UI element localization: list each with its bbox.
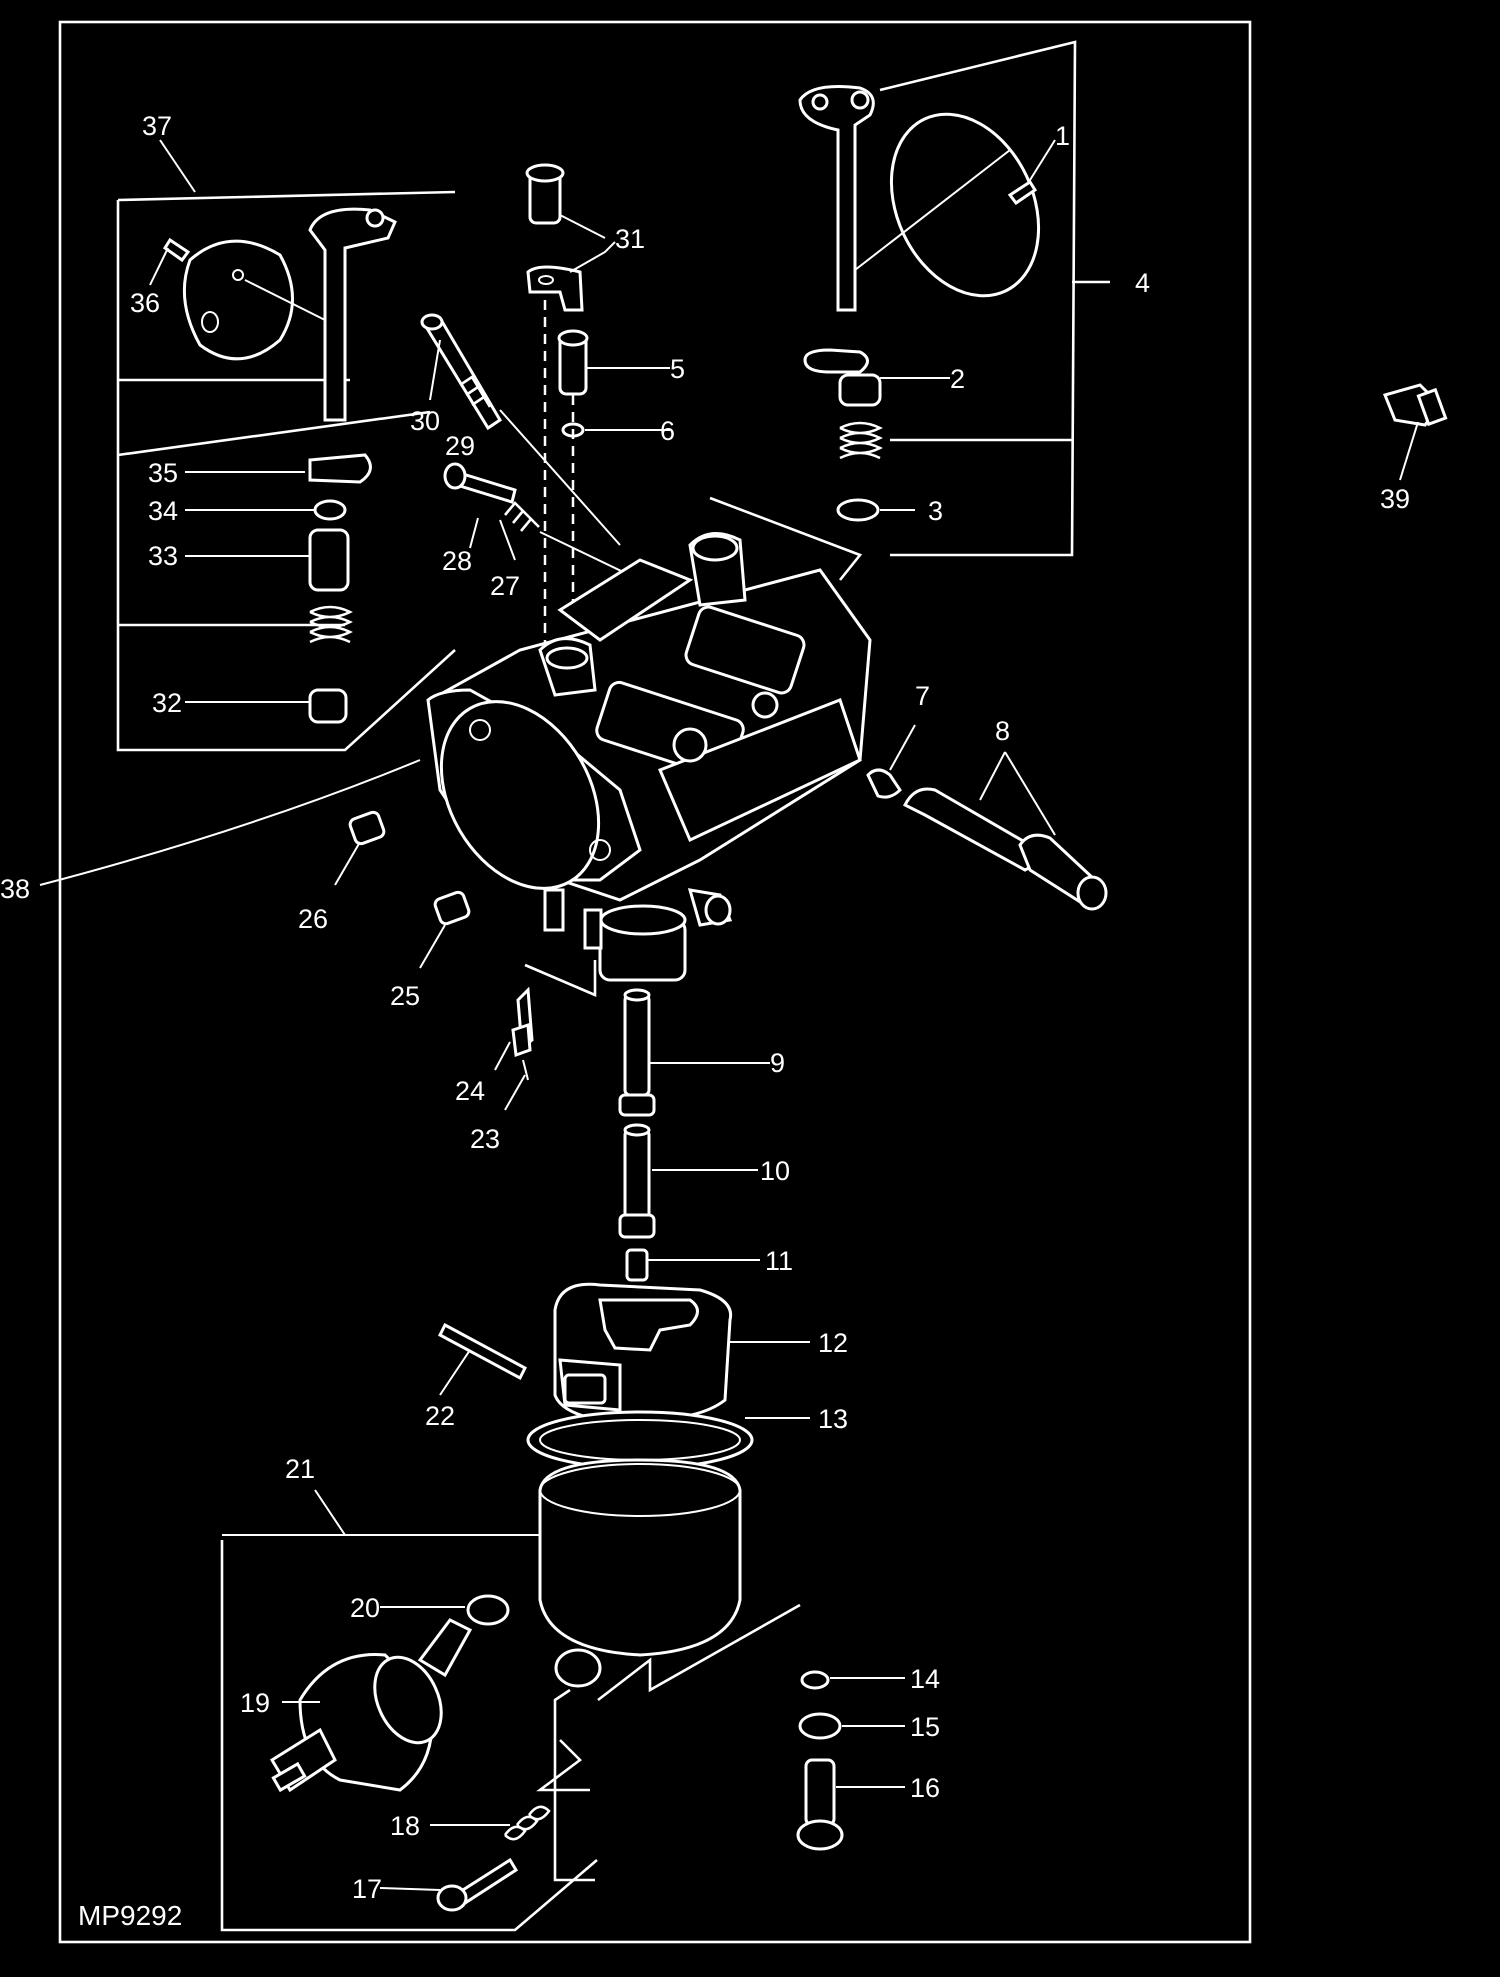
callout-4: 4 bbox=[1135, 268, 1150, 298]
flange-leader bbox=[39, 759, 421, 886]
bowl-drain-parts bbox=[796, 1670, 905, 1851]
callout-18: 18 bbox=[390, 1811, 420, 1841]
mounting-screw-bracket bbox=[525, 163, 616, 660]
callout-22: 22 bbox=[425, 1401, 455, 1431]
callout-15: 15 bbox=[910, 1712, 940, 1742]
figure-id: MP9292 bbox=[78, 1900, 182, 1931]
callout-29: 29 bbox=[445, 431, 475, 461]
adjusting-screws bbox=[420, 313, 641, 581]
callout-24: 24 bbox=[455, 1076, 485, 1106]
callout-35: 35 bbox=[148, 458, 178, 488]
callout-20: 20 bbox=[350, 1593, 380, 1623]
carburetor-body bbox=[426, 496, 872, 997]
callout-12: 12 bbox=[818, 1328, 848, 1358]
callout-1: 1 bbox=[1055, 121, 1070, 151]
callout-39: 39 bbox=[1380, 484, 1410, 514]
callout-8: 8 bbox=[995, 716, 1010, 746]
idle-jet-parts bbox=[557, 329, 670, 620]
callout-17: 17 bbox=[352, 1874, 382, 1904]
callout-31: 31 bbox=[615, 224, 645, 254]
callout-28: 28 bbox=[442, 546, 472, 576]
loose-clip-part bbox=[1382, 383, 1448, 481]
throttle-shaft-assembly bbox=[798, 40, 1110, 557]
callout-33: 33 bbox=[148, 541, 178, 571]
callout-27: 27 bbox=[490, 571, 520, 601]
callout-13: 13 bbox=[818, 1404, 848, 1434]
callout-34: 34 bbox=[148, 496, 178, 526]
callout-10: 10 bbox=[760, 1156, 790, 1186]
callout-36: 36 bbox=[130, 288, 160, 318]
diagram-frame bbox=[58, 20, 1252, 1944]
callout-2: 2 bbox=[950, 364, 965, 394]
callout-21: 21 bbox=[285, 1454, 315, 1484]
callout-11: 11 bbox=[765, 1246, 793, 1276]
callout-23: 23 bbox=[470, 1124, 500, 1154]
callout-19: 19 bbox=[240, 1688, 270, 1718]
callout-38: 38 bbox=[0, 874, 30, 904]
callout-7: 7 bbox=[915, 681, 930, 711]
flange-fittings bbox=[334, 810, 471, 969]
callout-9: 9 bbox=[770, 1048, 785, 1078]
callout-37: 37 bbox=[142, 111, 172, 141]
fuel-bowl bbox=[222, 1410, 810, 1688]
callout-30: 30 bbox=[410, 406, 440, 436]
choke-shaft-assembly bbox=[116, 139, 456, 752]
callout-26: 26 bbox=[298, 904, 328, 934]
callout-6: 6 bbox=[660, 416, 675, 446]
fuel-solenoid-assembly bbox=[220, 1489, 801, 1932]
callout-32: 32 bbox=[152, 688, 182, 718]
plug-and-tubes bbox=[866, 724, 1108, 911]
callout-14: 14 bbox=[910, 1664, 940, 1694]
float-assembly bbox=[438, 1282, 810, 1422]
callout-25: 25 bbox=[390, 981, 420, 1011]
main-jet-stack bbox=[618, 988, 770, 1282]
callout-16: 16 bbox=[910, 1773, 940, 1803]
callout-3: 3 bbox=[928, 496, 943, 526]
callout-5: 5 bbox=[670, 354, 685, 384]
needle-valve-parts bbox=[494, 986, 534, 1111]
